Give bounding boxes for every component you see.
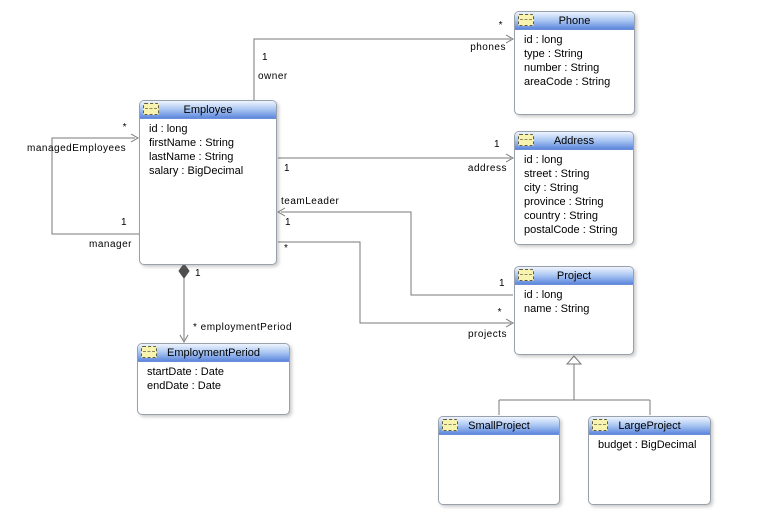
class-body xyxy=(439,435,559,438)
attribute-row[interactable]: id : long xyxy=(524,154,563,166)
class-title: Employee xyxy=(183,103,233,116)
class-title: SmallProject xyxy=(468,419,530,432)
label-address-target-multiplicity: 1 xyxy=(493,139,500,150)
class-box-employment-period[interactable]: EmploymentPeriod startDate : Date endDat… xyxy=(137,343,290,415)
class-body: startDate : Date endDate : Date xyxy=(138,362,289,393)
class-title: LargeProject xyxy=(618,419,681,432)
label-employment-period-role: * employmentPeriod xyxy=(193,322,293,333)
attribute-row[interactable]: postalCode : String xyxy=(524,224,618,236)
class-body: id : long street : String city : String … xyxy=(515,150,633,237)
class-title: Phone xyxy=(558,14,591,27)
class-title: EmploymentPeriod xyxy=(167,346,260,359)
class-box-large-project[interactable]: LargeProject budget : BigDecimal xyxy=(588,416,711,505)
association-projects[interactable] xyxy=(278,241,515,328)
class-body: id : long type : String number : String … xyxy=(515,30,634,89)
label-managed-employees-multiplicity: * xyxy=(122,122,127,133)
label-employment-period-multiplicity: 1 xyxy=(195,268,202,279)
entity-icon xyxy=(143,103,159,115)
entity-icon xyxy=(518,134,534,146)
class-box-small-project[interactable]: SmallProject xyxy=(438,416,560,505)
attribute-row[interactable]: number : String xyxy=(524,62,600,74)
label-team-leader-source-multiplicity: 1 xyxy=(498,278,505,289)
association-managed-employees[interactable] xyxy=(51,133,140,235)
class-box-employee[interactable]: Employee id : long firstName : String la… xyxy=(139,100,277,265)
entity-icon xyxy=(518,269,534,281)
entity-icon-line xyxy=(444,424,456,425)
attribute-row[interactable]: id : long xyxy=(149,123,188,135)
entity-icon xyxy=(518,14,534,26)
association-team-leader[interactable] xyxy=(276,207,513,296)
entity-icon xyxy=(141,346,157,358)
class-box-project[interactable]: Project id : long name : String xyxy=(514,266,634,355)
attribute-row[interactable]: firstName : String xyxy=(149,137,234,149)
class-header[interactable]: SmallProject xyxy=(439,417,559,435)
label-projects-role: projects xyxy=(467,329,507,340)
label-owner-multiplicity: 1 xyxy=(262,52,269,63)
label-projects-target-multiplicity: * xyxy=(497,307,502,318)
label-manager-role: manager xyxy=(89,239,132,250)
attribute-row[interactable]: type : String xyxy=(524,48,583,60)
attribute-row[interactable]: name : String xyxy=(524,303,590,315)
class-header[interactable]: Phone xyxy=(515,12,634,30)
attribute-row[interactable]: endDate : Date xyxy=(147,380,221,392)
label-projects-source-multiplicity: * xyxy=(284,243,289,254)
entity-icon-line xyxy=(520,139,532,140)
class-header[interactable]: EmploymentPeriod xyxy=(138,344,289,362)
attribute-row[interactable]: id : long xyxy=(524,34,563,46)
label-managed-employees-role: managedEmployees xyxy=(27,143,127,154)
class-body: budget : BigDecimal xyxy=(589,435,710,452)
label-address-source-multiplicity: 1 xyxy=(284,163,291,174)
attribute-row[interactable]: id : long xyxy=(524,289,563,301)
composition-employment-period[interactable] xyxy=(178,263,190,344)
label-phones-role: phones xyxy=(470,42,506,53)
class-header[interactable]: Address xyxy=(515,132,633,150)
class-box-phone[interactable]: Phone id : long type : String number : S… xyxy=(514,11,635,115)
class-title: Address xyxy=(553,134,595,147)
entity-icon-line xyxy=(143,351,155,352)
entity-icon-line xyxy=(520,19,532,20)
entity-icon-line xyxy=(594,424,606,425)
attribute-row[interactable]: budget : BigDecimal xyxy=(598,439,697,451)
attribute-row[interactable]: country : String xyxy=(524,210,598,222)
entity-icon-line xyxy=(145,108,157,109)
class-body: id : long name : String xyxy=(515,285,633,316)
attribute-row[interactable]: city : String xyxy=(524,182,579,194)
entity-icon xyxy=(592,419,608,431)
label-owner-role: owner xyxy=(258,71,288,82)
entity-icon xyxy=(442,419,458,431)
class-title: Project xyxy=(556,269,592,282)
label-phones-multiplicity: * xyxy=(498,20,503,31)
attribute-row[interactable]: street : String xyxy=(524,168,590,180)
entity-icon-line xyxy=(520,274,532,275)
label-address-role: address xyxy=(467,163,507,174)
association-phones[interactable] xyxy=(253,34,515,100)
attribute-row[interactable]: areaCode : String xyxy=(524,76,611,88)
class-header[interactable]: LargeProject xyxy=(589,417,710,435)
attribute-row[interactable]: startDate : Date xyxy=(147,366,225,378)
class-body: id : long firstName : String lastName : … xyxy=(140,119,276,178)
attribute-row[interactable]: salary : BigDecimal xyxy=(149,165,244,177)
label-team-leader-role: teamLeader xyxy=(281,196,340,207)
label-manager-multiplicity: 1 xyxy=(120,217,127,228)
generalization-project[interactable] xyxy=(498,355,651,415)
attribute-row[interactable]: province : String xyxy=(524,196,604,208)
attribute-row[interactable]: lastName : String xyxy=(149,151,234,163)
class-header[interactable]: Employee xyxy=(140,101,276,119)
class-header[interactable]: Project xyxy=(515,267,633,285)
class-box-address[interactable]: Address id : long street : String city :… xyxy=(514,131,634,245)
label-team-leader-multiplicity: 1 xyxy=(285,217,292,228)
association-address[interactable] xyxy=(278,153,515,163)
